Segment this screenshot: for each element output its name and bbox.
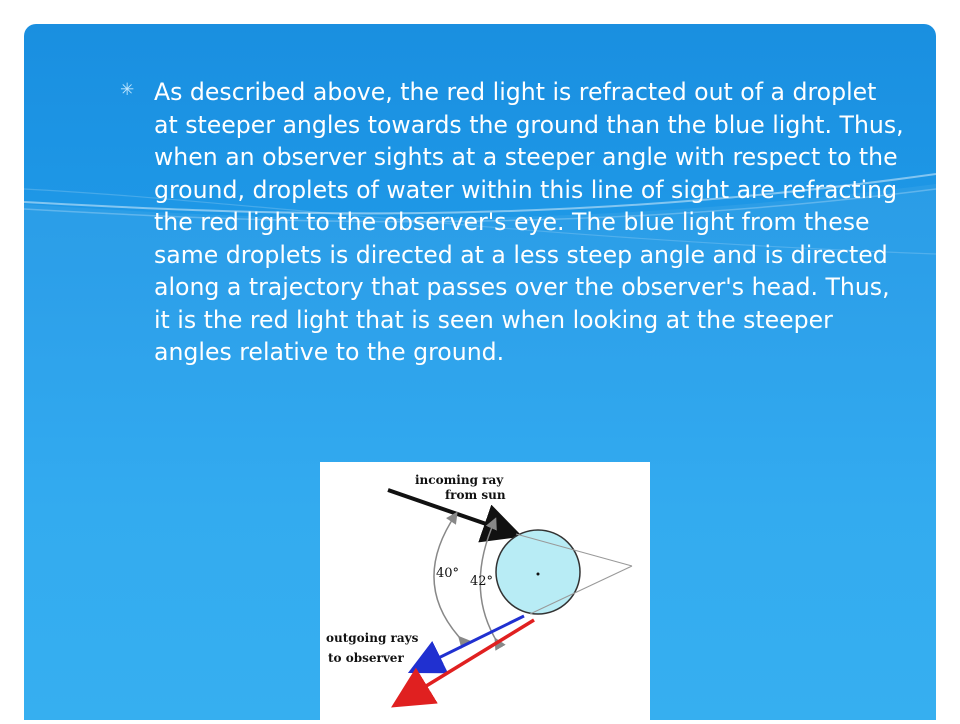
refraction-line-lower xyxy=(529,565,633,615)
incoming-label-line2: from sun xyxy=(445,488,506,502)
outgoing-label-line2: to observer xyxy=(328,651,404,665)
water-droplet xyxy=(495,529,581,615)
rainbow-refraction-diagram: incoming ray from sun 40° 42° outgoing r… xyxy=(320,462,650,720)
outgoing-blue-ray xyxy=(407,614,525,674)
refraction-line-upper xyxy=(515,533,633,567)
angle-label-40: 40° xyxy=(436,566,459,581)
angle-label-42: 42° xyxy=(470,574,493,589)
bullet-asterisk-icon: ✳ xyxy=(120,80,135,100)
slide-body-text: As described above, the red light is ref… xyxy=(154,78,904,366)
incoming-label-line1: incoming ray xyxy=(415,473,504,487)
slide-panel: ✳ As described above, the red light is r… xyxy=(24,24,936,720)
decorative-waves xyxy=(24,173,936,720)
outgoing-red-ray xyxy=(391,618,535,708)
angle-arc-40 xyxy=(433,511,471,649)
droplet-center-dot xyxy=(536,572,540,576)
angle-arc-42 xyxy=(479,517,506,651)
outgoing-label-line1: outgoing rays xyxy=(326,631,419,645)
